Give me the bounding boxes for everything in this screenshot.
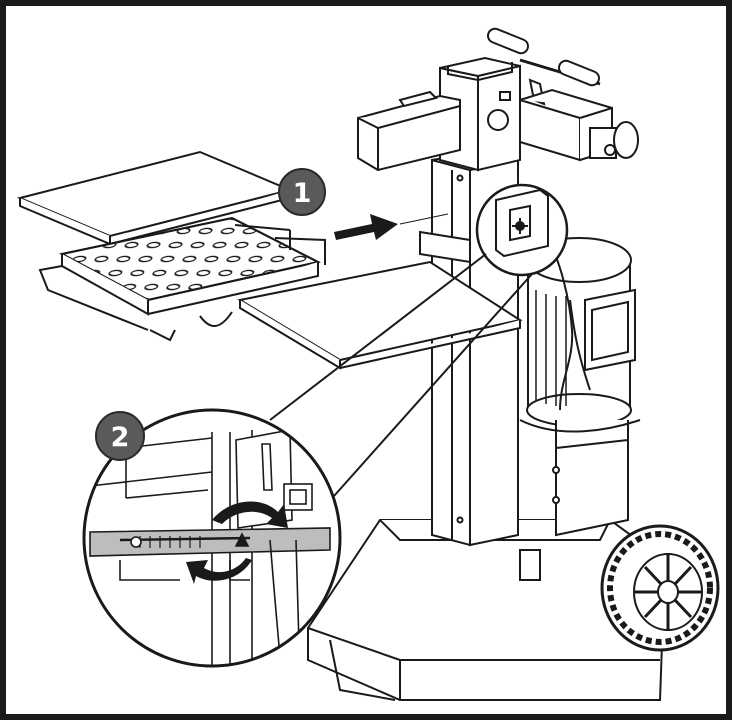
electric-motor xyxy=(519,237,641,537)
table-bracket xyxy=(199,230,523,370)
callout-label-1: 1 xyxy=(293,178,312,209)
callout-badge-1: 1 xyxy=(278,168,326,216)
rotate-arrow-upper xyxy=(212,501,288,528)
support-table xyxy=(16,150,294,246)
zoom-detail xyxy=(82,408,342,668)
splitting-wedge xyxy=(357,90,461,172)
insert-arrow xyxy=(334,214,398,240)
rotate-arrow-lower xyxy=(186,558,252,584)
callout-badge-2: 2 xyxy=(95,411,145,461)
detail-circle-small xyxy=(475,183,569,277)
control-handles xyxy=(487,27,639,162)
zoom-leader-lines xyxy=(269,253,533,497)
callout-label-2: 2 xyxy=(111,422,130,453)
motor-cable xyxy=(547,239,574,411)
grated-table xyxy=(38,216,326,342)
machine-base xyxy=(307,519,667,701)
wheel xyxy=(600,524,720,652)
